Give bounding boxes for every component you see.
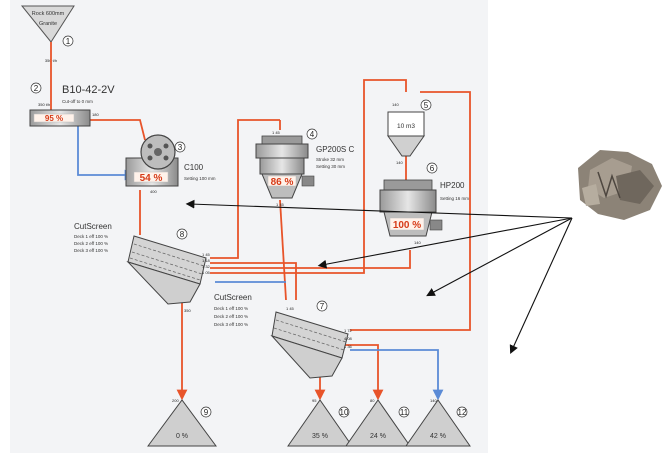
screen1-line-3: Deck 3 eff 100 % [74,248,108,253]
feed-label-line1: Rock 600mm [32,11,65,17]
bin-in-flow: 140 [392,102,399,107]
cone-in-flow: 1 45 [272,130,281,135]
feeder-name: B10-42-2V [62,84,115,96]
screen2-line-3: Deck 3 eff 100 % [214,322,248,327]
feeder-pct: 95 % [45,114,63,123]
screen1-flow-4: 1 05 [202,270,211,275]
bin-out-flow: 140 [396,160,403,165]
jaw-out-flow: 400 [150,189,157,194]
feed-label-line2: Granite [39,21,57,27]
node-6-label: 6 [430,164,435,173]
jaw-pct: 54 % [140,173,163,184]
jaw-spec: Setting 100 mm [184,176,216,181]
node-10-label: 10 [340,408,349,417]
cone-spec-1: Stroke 32 mm [316,157,344,162]
screen2-flow-1: 1 72 [344,328,353,333]
screen1-out-flow: 350 [184,308,191,313]
node-2-label: 2 [34,84,39,93]
screen2-line-1: Deck 1 eff 100 % [214,306,248,311]
screen1-name: CutScreen [74,222,112,231]
product-1-pct: 0 % [176,433,188,440]
screen2-in-flow: 1 45 [286,306,295,311]
screen2-flow-2: 4 08 [344,336,353,341]
screen1-line-2: Deck 2 eff 100 % [74,241,108,246]
node-1-label: 1 [66,37,71,46]
product-2-flow: 95 [312,398,317,403]
screen1-flow-1: 1 45 [202,252,211,257]
screen2-line-2: Deck 2 eff 100 % [214,314,248,319]
node-12-label: 12 [458,408,467,417]
node-5-label: 5 [424,101,429,110]
screen1-flow-2: 1 18 [202,258,211,263]
node-11-label: 11 [400,408,409,417]
feeder-in-flow: 350 t/h [38,102,50,107]
feeder-spec: Cut-off to 0 mm [62,99,93,104]
screen2-name: CutScreen [214,293,252,302]
hp-spec: Setting 16 mm [440,196,469,201]
product-2-pct: 35 % [312,433,328,440]
feeder-out-flow: 180 [92,112,99,117]
node-4-label: 4 [310,130,315,139]
hp-name: HP200 [440,181,465,190]
product-3-pct: 24 % [370,433,386,440]
rock-sample-image [578,150,662,220]
node-3-label: 3 [178,143,183,152]
cone-out-flow: 1 45 [276,202,285,207]
arrow-down [512,218,572,350]
node-7-label: 7 [320,302,325,311]
node-9-label: 9 [204,408,209,417]
jaw-name: C100 [184,163,204,172]
hp-out-flow: 140 [414,240,421,245]
node-8-label: 8 [180,230,185,239]
cone-pct: 86 % [271,177,294,188]
product-3-flow: 80 [370,398,375,403]
screen1-line-1: Deck 1 eff 100 % [74,234,108,239]
screen2-flow-3: 1 36 [344,344,353,349]
cone-spec-2: Setting 30 mm [316,164,345,169]
screen1-flow-3: 1 32 [202,264,211,269]
bin-volume: 10 m3 [397,123,415,130]
product-1-flow: 200 [172,398,179,403]
product-4-pct: 42 % [430,433,446,440]
product-4-flow: 140 [430,398,437,403]
cone-name: GP200S C [316,145,354,154]
hp-pct: 100 % [393,220,421,231]
